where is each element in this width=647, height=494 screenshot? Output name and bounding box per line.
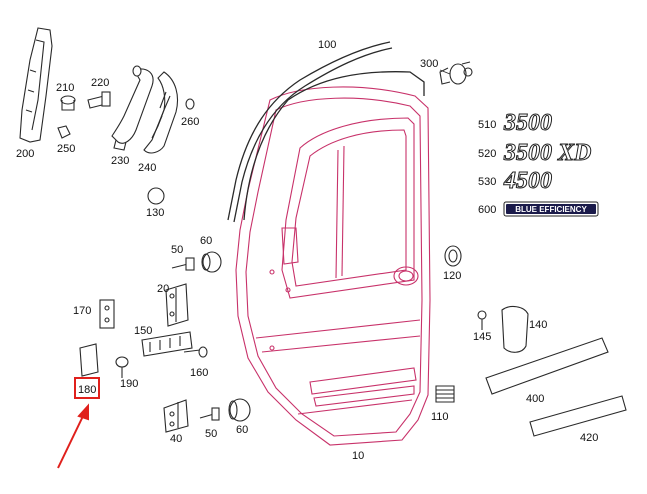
door-shell[interactable] — [235, 86, 431, 446]
trim-strip-200[interactable] — [19, 27, 53, 143]
highlight-box — [74, 377, 100, 399]
plate-170[interactable] — [99, 299, 115, 329]
callout-210: 210 — [56, 82, 74, 94]
badge-510[interactable]: 3500 — [503, 110, 553, 137]
callout-170: 170 — [73, 305, 91, 317]
badge-600[interactable]: BLUE EFFICIENCY — [503, 201, 599, 217]
bolt-190[interactable] — [115, 356, 129, 378]
callout-300: 300 — [420, 58, 438, 70]
callout-50b: 50 — [205, 428, 217, 440]
callout-160: 160 — [190, 367, 208, 379]
clip-210[interactable] — [60, 95, 76, 111]
callout-510: 510 — [478, 119, 496, 131]
callout-110: 110 — [431, 411, 449, 423]
callout-180: 180 — [78, 384, 96, 396]
badge-510-text: 3500 — [503, 110, 552, 136]
plug-130[interactable] — [147, 187, 165, 205]
callout-600: 600 — [478, 204, 496, 216]
badge-600-text: BLUE EFFICIENCY — [515, 205, 587, 214]
callout-100: 100 — [318, 39, 336, 51]
grab-handle-230[interactable] — [111, 65, 154, 151]
badge-530[interactable]: 4500 — [503, 168, 553, 195]
callout-labels: 10 20 40 50 50 60 60 100 110 120 130 140… — [16, 39, 598, 462]
callout-150: 150 — [134, 325, 152, 337]
callout-220: 220 — [91, 77, 109, 89]
callout-10: 10 — [352, 450, 364, 462]
callout-250: 250 — [57, 143, 75, 155]
callout-130: 130 — [146, 207, 164, 219]
callout-530: 530 — [478, 176, 496, 188]
callout-140: 140 — [529, 319, 547, 331]
grommet-120[interactable] — [444, 245, 462, 267]
callout-400: 400 — [526, 393, 544, 405]
pointer-arrow — [57, 403, 89, 469]
callout-60b: 60 — [236, 424, 248, 436]
callout-420: 420 — [580, 432, 598, 444]
leader-lines — [439, 69, 451, 75]
cap-60-lower[interactable] — [228, 398, 251, 422]
callout-120: 120 — [443, 270, 461, 282]
callout-190: 190 — [120, 378, 138, 390]
protective-strip-420[interactable] — [529, 395, 627, 437]
callout-60a: 60 — [200, 235, 212, 247]
clip-260[interactable] — [185, 98, 195, 110]
callout-260: 260 — [181, 116, 199, 128]
callout-145: 145 — [473, 331, 491, 343]
protective-strip-400[interactable] — [485, 337, 609, 395]
cover-plate-140[interactable] — [501, 305, 529, 353]
callout-20: 20 — [157, 283, 169, 295]
badge-530-text: 4500 — [503, 168, 552, 194]
lock-cylinder-300[interactable] — [439, 61, 473, 85]
hinge-20[interactable] — [165, 283, 189, 327]
screw-220[interactable] — [87, 91, 111, 109]
cap-60-upper[interactable] — [201, 251, 222, 273]
screw-50-lower[interactable] — [199, 407, 220, 421]
pad-180[interactable] — [79, 343, 99, 377]
screw-145[interactable] — [477, 310, 487, 330]
trim-240[interactable] — [143, 71, 179, 154]
clip-250[interactable] — [57, 125, 71, 139]
callout-230: 230 — [111, 155, 129, 167]
callout-50a: 50 — [171, 244, 183, 256]
screw-50-upper[interactable] — [171, 257, 195, 271]
check-strap-150[interactable] — [141, 331, 193, 357]
door-seal-100[interactable] — [227, 41, 425, 223]
badge-520-text: 3500 XD — [503, 140, 591, 166]
callout-40: 40 — [170, 433, 182, 445]
callout-200: 200 — [16, 148, 34, 160]
buffer-110[interactable] — [435, 385, 455, 403]
callout-520: 520 — [478, 148, 496, 160]
badge-520[interactable]: 3500 XD — [503, 140, 592, 167]
callout-240: 240 — [138, 162, 156, 174]
bolt-160[interactable] — [183, 346, 208, 358]
hinge-40[interactable] — [163, 399, 189, 433]
